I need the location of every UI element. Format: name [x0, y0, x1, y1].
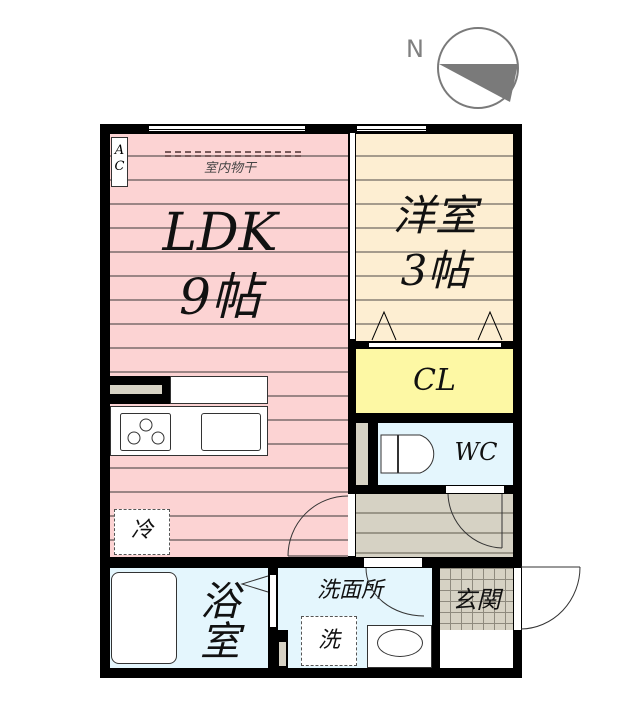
bath-name-2: 室 [200, 619, 240, 665]
western-name: 洋室 [392, 191, 477, 240]
bath-door-swing-icon [240, 575, 269, 593]
wc-door-swing-icon [447, 494, 503, 549]
closet-label: CL [413, 363, 456, 398]
toilet-side-storage [356, 423, 368, 485]
indoor-drying-label: 室内物干 [203, 161, 256, 176]
wash-corner-storage-gray [279, 642, 286, 666]
wall-bottom [100, 668, 522, 678]
ldk-door-swing-icon [287, 495, 349, 557]
washroom-door[interactable] [364, 558, 422, 567]
entrance-step [440, 630, 513, 668]
wall-left [100, 124, 110, 678]
hallway [356, 494, 513, 558]
bath-name-1: 浴 [200, 579, 240, 625]
ldk-room [110, 133, 348, 557]
ldk-name: LDK [162, 203, 278, 263]
indoor-drying-rail [165, 151, 301, 157]
western-room [356, 133, 513, 341]
closet-door-swing-icon [371, 310, 503, 341]
fridge-label: 冷 [130, 518, 153, 543]
window-ldk [148, 125, 306, 132]
washroom-door-swing-icon [365, 568, 425, 617]
wall-top [100, 124, 522, 134]
kitchen-shelf-gray [110, 385, 162, 394]
entrance-label: 玄関 [452, 586, 501, 614]
entrance-door-swing-icon [520, 566, 581, 630]
compass-icon [437, 27, 519, 109]
toilet-icon [380, 434, 435, 474]
compass: N [400, 20, 530, 120]
entrance-tile [440, 558, 513, 630]
closet [356, 349, 513, 413]
wall-right [513, 124, 522, 678]
kitchen-counter-top [170, 376, 268, 404]
toilet-label: WC [454, 438, 498, 466]
bath-door[interactable] [270, 575, 276, 627]
wall-wc-hall [348, 485, 522, 494]
wc-door[interactable] [446, 486, 504, 493]
wall-ldk-bottom [100, 557, 522, 568]
washer-space [301, 616, 357, 666]
western-size: 3帖 [400, 246, 470, 295]
washer-label: 洗 [317, 628, 340, 653]
ldk-size: 9帖 [179, 268, 261, 326]
entrance-door[interactable] [514, 568, 521, 630]
sink-icon [201, 413, 261, 451]
wash-basin-icon [377, 629, 423, 657]
north-label: N [406, 35, 424, 63]
stove-icon [120, 413, 171, 451]
aircon-unit: A C [111, 137, 128, 187]
wall-wash-entrance [432, 558, 440, 668]
fridge-space [114, 509, 170, 555]
sliding-door-ldk-western[interactable] [349, 133, 356, 339]
bathtub-icon [111, 572, 177, 664]
ldk-door[interactable] [348, 494, 355, 556]
washroom-label: 洗面所 [316, 578, 383, 603]
wall-wc-left [368, 423, 378, 485]
wall-closet-wc [348, 413, 522, 423]
window-western [356, 125, 427, 132]
closet-door[interactable] [368, 342, 502, 348]
